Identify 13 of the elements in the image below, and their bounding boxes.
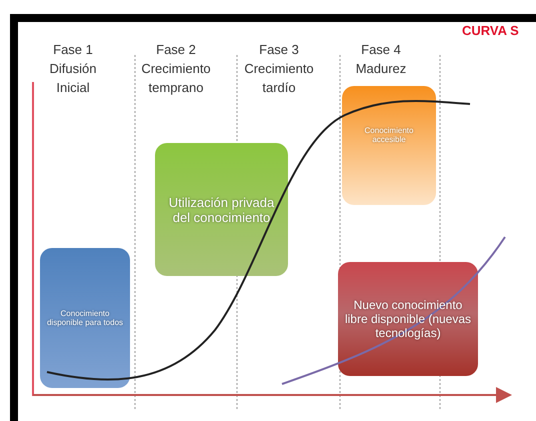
phase-heading: Fase 4 Madurez [354, 41, 408, 78]
title: CURVA S [462, 23, 519, 38]
phase-box [338, 262, 478, 376]
box-text: Utilización privada del conocimiento [168, 194, 276, 224]
phase-box [40, 248, 130, 388]
box-text: Conocimiento accesible [364, 126, 414, 144]
box-text: Conocimiento disponible para todos [46, 309, 124, 327]
phase-box [155, 143, 288, 276]
phase-box [342, 86, 436, 205]
phase-heading: Fase 2 Crecimiento temprano [140, 41, 212, 97]
box-text: Nuevo conocimiento libre disponible (nuevas tecnologías) [344, 298, 472, 340]
phase-heading: Fase 1 Difusión Inicial [48, 41, 98, 97]
phase-heading: Fase 3 Crecimiento tardío [243, 41, 315, 97]
